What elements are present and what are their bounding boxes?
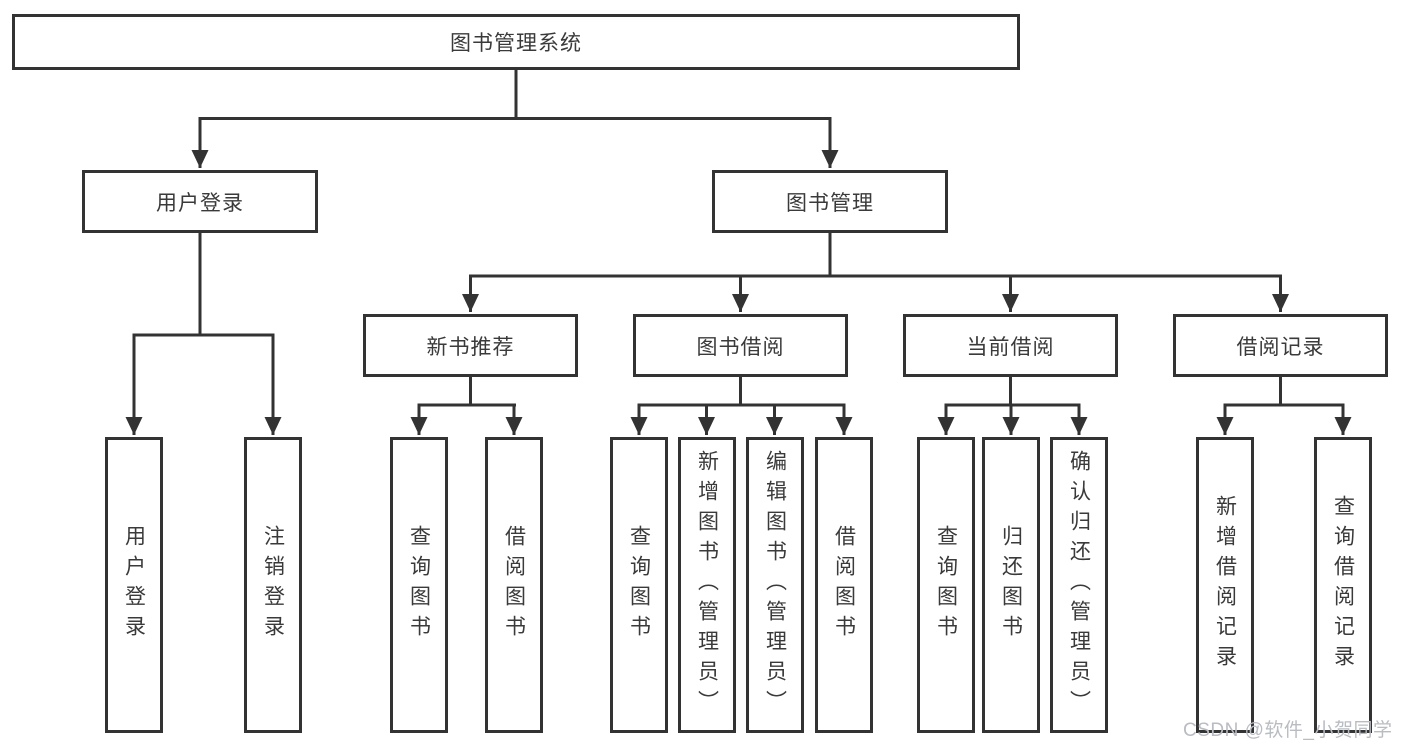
node-query-books-recommend-label: 查询图书	[407, 525, 431, 645]
node-user-login-branch-label: 用户登录	[156, 191, 244, 215]
node-return-books-label: 归还图书	[999, 525, 1023, 645]
node-query-books-borrow: 查询图书	[610, 437, 668, 733]
node-borrow-records-label: 借阅记录	[1236, 335, 1325, 359]
node-logout-leaf: 注销登录	[244, 437, 302, 733]
node-book-borrow-label: 图书借阅	[696, 335, 785, 359]
node-query-books-current: 查询图书	[917, 437, 975, 733]
node-borrow-books-recommend-label: 借阅图书	[502, 525, 526, 645]
node-borrow-records: 借阅记录	[1173, 314, 1388, 377]
node-confirm-return-admin: 确认归还（管理员）	[1050, 437, 1108, 733]
node-confirm-return-admin-label: 确认归还（管理员）	[1067, 450, 1091, 720]
node-book-borrow: 图书借阅	[633, 314, 848, 377]
node-query-books-recommend: 查询图书	[390, 437, 448, 733]
node-new-book-recommend: 新书推荐	[363, 314, 578, 377]
node-return-books: 归还图书	[982, 437, 1040, 733]
node-user-login-branch: 用户登录	[82, 170, 318, 233]
node-book-management-label: 图书管理	[786, 191, 874, 215]
node-add-borrow-record: 新增借阅记录	[1196, 437, 1254, 733]
node-root-label: 图书管理系统	[450, 32, 582, 55]
node-book-management: 图书管理	[712, 170, 948, 233]
node-current-borrow-label: 当前借阅	[966, 335, 1055, 359]
node-logout-leaf-label: 注销登录	[261, 525, 285, 645]
node-user-login-leaf-label: 用户登录	[122, 525, 146, 645]
node-user-login-leaf: 用户登录	[105, 437, 163, 733]
node-add-books-admin-label: 新增图书（管理员）	[695, 450, 719, 720]
node-query-borrow-record: 查询借阅记录	[1314, 437, 1372, 733]
node-add-borrow-record-label: 新增借阅记录	[1213, 495, 1237, 675]
node-borrow-books-leaf-label: 借阅图书	[832, 525, 856, 645]
node-current-borrow: 当前借阅	[903, 314, 1118, 377]
node-query-books-current-label: 查询图书	[934, 525, 958, 645]
node-new-book-recommend-label: 新书推荐	[426, 335, 515, 359]
node-root: 图书管理系统	[12, 14, 1020, 70]
node-query-books-borrow-label: 查询图书	[627, 525, 651, 645]
node-query-borrow-record-label: 查询借阅记录	[1331, 495, 1355, 675]
node-edit-books-admin-label: 编辑图书（管理员）	[763, 450, 787, 720]
node-borrow-books-recommend: 借阅图书	[485, 437, 543, 733]
node-edit-books-admin: 编辑图书（管理员）	[746, 437, 804, 733]
csdn-watermark: CSDN @软件_小贺同学	[1183, 720, 1393, 741]
node-add-books-admin: 新增图书（管理员）	[678, 437, 736, 733]
node-borrow-books-leaf: 借阅图书	[815, 437, 873, 733]
